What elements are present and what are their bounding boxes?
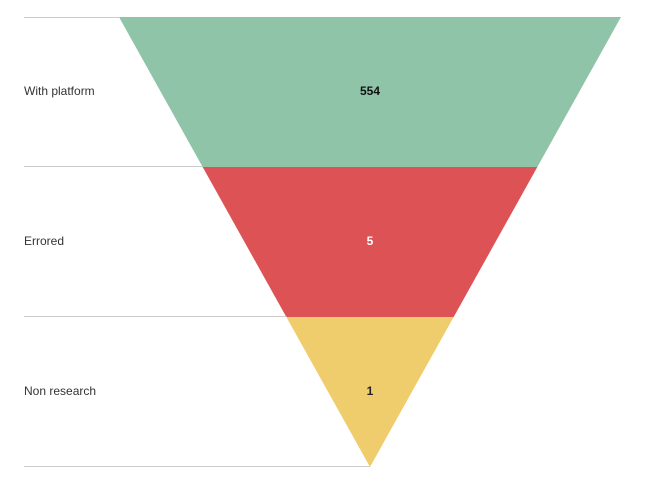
funnel-segment-1 — [202, 167, 538, 317]
funnel-segment-2 — [286, 317, 454, 467]
stage-label-2: Non research — [24, 384, 96, 398]
value-label-0: 554 — [360, 84, 380, 98]
value-label-1: 5 — [367, 234, 374, 248]
value-label-2: 1 — [367, 384, 374, 398]
stage-label-1: Errored — [24, 234, 64, 248]
stage-label-0: With platform — [24, 84, 95, 98]
funnel-segment-0 — [119, 17, 621, 167]
